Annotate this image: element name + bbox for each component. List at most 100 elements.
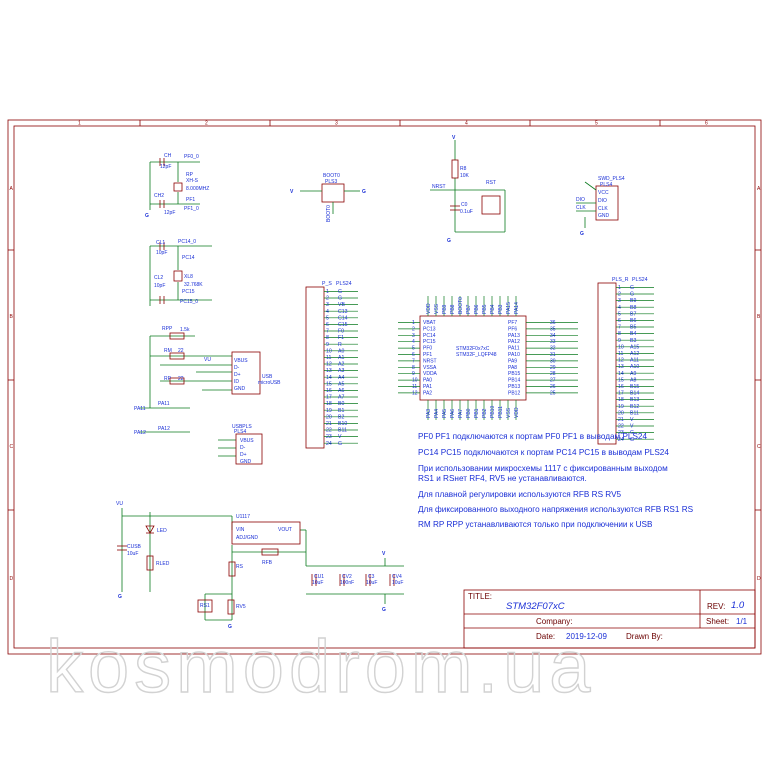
mcu-pin-name: PA4 xyxy=(434,409,440,418)
header-pin-signal: B13 xyxy=(630,397,639,403)
mcu-pin-name: PB5 xyxy=(482,304,488,314)
hse-cap2-ref: CH2 xyxy=(154,193,164,199)
usb-net-pa12: PA12 xyxy=(134,430,146,436)
reset-c-value: 0.1uF xyxy=(460,209,473,215)
header-pin-signal: B12 xyxy=(630,404,639,410)
mcu-pin-number: 3 xyxy=(412,333,415,339)
mcu-pin-name: PA14 xyxy=(514,302,520,314)
power-cap-ref: CV2 xyxy=(342,574,352,580)
rev-value: 1.0 xyxy=(731,600,745,611)
header-pin-signal: G xyxy=(338,289,342,295)
header-pin-number: 21 xyxy=(618,417,624,423)
mcu-pin-name: VDDA xyxy=(423,371,438,377)
mcu-pin-number: 12 xyxy=(412,390,418,396)
mcu-pin-name: PF7 xyxy=(508,320,517,326)
header-pin-signal: G xyxy=(630,430,634,436)
header-pin-signal: C13 xyxy=(338,309,348,315)
mcu-pin-number: 29 xyxy=(550,365,556,371)
hse-net-top: PF0_0 xyxy=(184,154,199,160)
hse-r1: RP xyxy=(186,172,194,178)
swd-connector: SWD_PLS4 PLS4 VCC DIO CLK GND DIO CLK G xyxy=(576,176,625,237)
header-pin-signal: B7 xyxy=(630,311,636,317)
frame-col-label: 4 xyxy=(465,121,468,127)
mcu-pin-name: PA9 xyxy=(508,358,517,364)
usb-vu: VU xyxy=(204,357,211,363)
header-pin-signal: A10 xyxy=(630,364,639,370)
header-pin-number: 12 xyxy=(326,362,332,368)
reset-r-ref: R8 xyxy=(460,166,467,172)
mcu-pin-name: VSSA xyxy=(423,365,437,371)
mcu-pin-name: PA8 xyxy=(508,365,517,371)
header-pin-signal: A8 xyxy=(630,377,636,383)
power-g: G xyxy=(228,624,232,630)
mcu-pin-name: PF6 xyxy=(508,326,517,332)
usb-plug-pin: GND xyxy=(240,459,252,465)
mcu-pin-name: PC13 xyxy=(423,326,436,332)
lse-xtal-freq: 32.768K xyxy=(184,282,203,288)
power-cap-ref: CV4 xyxy=(392,574,402,580)
mcu-pin-name: VDD xyxy=(426,303,432,314)
mcu-pin-number: 11 xyxy=(412,384,417,390)
header-pin-number: 5 xyxy=(618,311,621,317)
header-pin-signal: V xyxy=(630,417,634,423)
title-label: TITLE: xyxy=(468,592,493,601)
header-pin-number: 20 xyxy=(326,414,332,420)
frame-col-label: 6 xyxy=(705,121,708,127)
sheet-frame xyxy=(7,119,762,655)
header-pin-number: 4 xyxy=(618,305,621,311)
header-pin-signal: B11 xyxy=(630,410,639,416)
mcu-part: STM32F_LQFP48 xyxy=(456,352,497,358)
mcu-pin-number: 9 xyxy=(412,371,415,377)
mcu-pin-name: PA5 xyxy=(442,409,448,418)
mcu-pin-name: VSS xyxy=(506,407,512,418)
header-pin-signal: A6 xyxy=(338,388,344,394)
usb-rp-value: 22 xyxy=(178,376,184,382)
header-pin-signal: B11 xyxy=(338,428,347,434)
company-label: Company: xyxy=(536,617,573,626)
usb-block: RPP 1.5k RM 22 RP 22 PA11 PA11 PA12 PA12… xyxy=(134,326,281,465)
frame-col-label: 5 xyxy=(595,121,598,127)
sheet-value: 1/1 xyxy=(736,617,748,626)
mcu-pin-number: 36 xyxy=(550,320,556,326)
power-reg-pin: VIN xyxy=(236,527,245,533)
swd-pin: DIO xyxy=(598,198,607,204)
pls-right-part: PLS24 xyxy=(632,277,648,283)
note-line: RM RP RPP устанавливаются только при под… xyxy=(418,520,653,529)
header-pin-signal: A2 xyxy=(338,362,344,368)
usb-rpp-value: 1.5k xyxy=(180,327,190,333)
boot0-block: BOOT0 PLS3 BOOT0 V G xyxy=(290,173,366,222)
header-pin-signal: B15 xyxy=(630,384,639,390)
lse-crystal-block: CL1 10pF CL2 10pF XL8 32.768K PC14 PC15 … xyxy=(149,239,212,306)
swd-g: G xyxy=(580,231,584,237)
header-pin-number: 13 xyxy=(326,368,332,374)
header-pin-number: 6 xyxy=(326,322,329,328)
header-pin-signal: B0 xyxy=(338,401,344,407)
lse-net-bot: PC15_0 xyxy=(180,299,198,305)
pls-left-part: PLS24 xyxy=(336,281,352,287)
mcu-pin-name: PA12 xyxy=(508,339,520,345)
header-pin-number: 23 xyxy=(326,434,332,440)
mcu-pin-name: PA7 xyxy=(458,409,464,418)
mcu-pin-number: 32 xyxy=(550,346,556,352)
title-value: STM32F07xC xyxy=(506,601,565,612)
mcu-pin-name: PB10 xyxy=(490,406,496,418)
header-pin-signal: G xyxy=(338,296,342,302)
usb-pin: VBUS xyxy=(234,358,248,364)
mcu-pin-number: 7 xyxy=(412,358,415,364)
mcu-pin-name: PB1 xyxy=(474,408,480,418)
header-pin-number: 2 xyxy=(326,296,329,302)
reset-block: V R8 10K NRST C0 0.1uF RST G xyxy=(430,135,506,244)
mcu-pin-name: PB6 xyxy=(474,304,480,314)
header-pin-number: 9 xyxy=(326,342,329,348)
note-line: PC14 PC15 подключаются к портам PC14 PC1… xyxy=(418,448,669,457)
power-vu: VU xyxy=(116,501,123,507)
usb-conn-part: microUSB xyxy=(258,380,281,386)
power-cap-value: 10uF xyxy=(392,580,403,586)
mcu-pin-name: PC15 xyxy=(423,339,436,345)
header-pin-number: 24 xyxy=(326,441,332,447)
mcu-pin-name: PB11 xyxy=(498,406,504,418)
